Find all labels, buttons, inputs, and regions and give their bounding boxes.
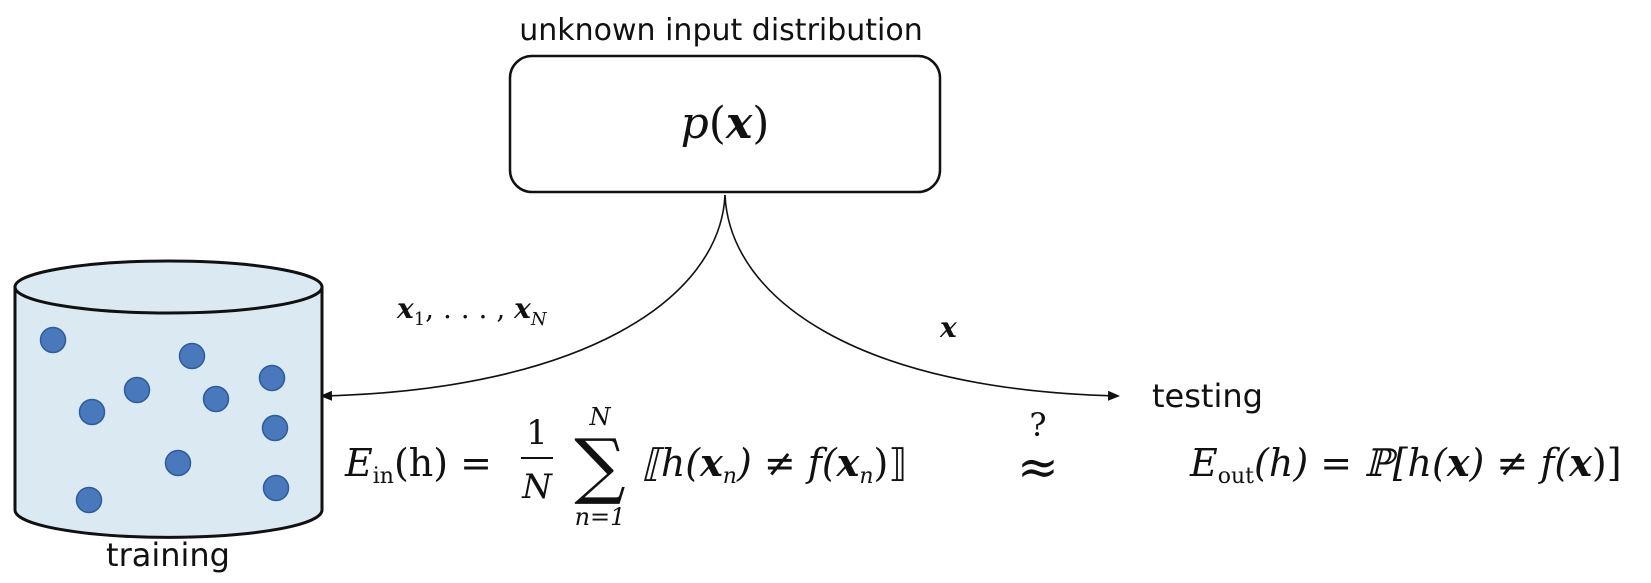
- right-curve: [724, 194, 1120, 401]
- training-point: [258, 364, 286, 392]
- distribution-box: [508, 54, 942, 194]
- samples-label: x1, . . . , xN: [396, 292, 548, 330]
- training-point: [78, 398, 106, 426]
- training-point: [261, 414, 289, 442]
- fraction-numerator: 1: [526, 413, 548, 453]
- distribution-formula: p(x): [681, 98, 770, 149]
- testing-label: testing: [1152, 377, 1263, 415]
- training-point: [202, 385, 230, 413]
- left-curve: [320, 194, 726, 401]
- summation-sign: ∑: [574, 423, 625, 507]
- bucket-rim: [13, 259, 324, 315]
- training-bucket: [13, 259, 324, 539]
- bucket-body: [13, 285, 324, 539]
- training-point: [164, 449, 192, 477]
- source-caption: unknown input distribution: [519, 13, 923, 48]
- training-point: [75, 486, 103, 514]
- training-points: [39, 326, 290, 514]
- training-label: training: [106, 536, 230, 574]
- e-in-body: ⟦h(xn) ≠ f(xn)⟧: [642, 440, 907, 489]
- summation-upper: N: [589, 403, 612, 431]
- fraction-denominator: N: [521, 467, 553, 507]
- e-in-lhs: Ein(h) =: [344, 441, 492, 489]
- training-point: [178, 342, 206, 370]
- training-point: [123, 376, 151, 404]
- approx-symbol: ≈: [1017, 438, 1059, 496]
- single-sample-label: x: [939, 311, 957, 344]
- training-point: [262, 474, 290, 502]
- in-sample-error-formula: Ein(h) = 1 N N ∑ n=1 ⟦h(xn) ≠ f(xn)⟧: [344, 403, 907, 531]
- training-point: [39, 326, 67, 354]
- approx-question: ?: [1029, 406, 1046, 444]
- out-of-sample-error-formula: Eout(h) = ℙ[h(x) ≠ f(x)]: [1189, 440, 1622, 489]
- summation-lower: n=1: [575, 503, 626, 531]
